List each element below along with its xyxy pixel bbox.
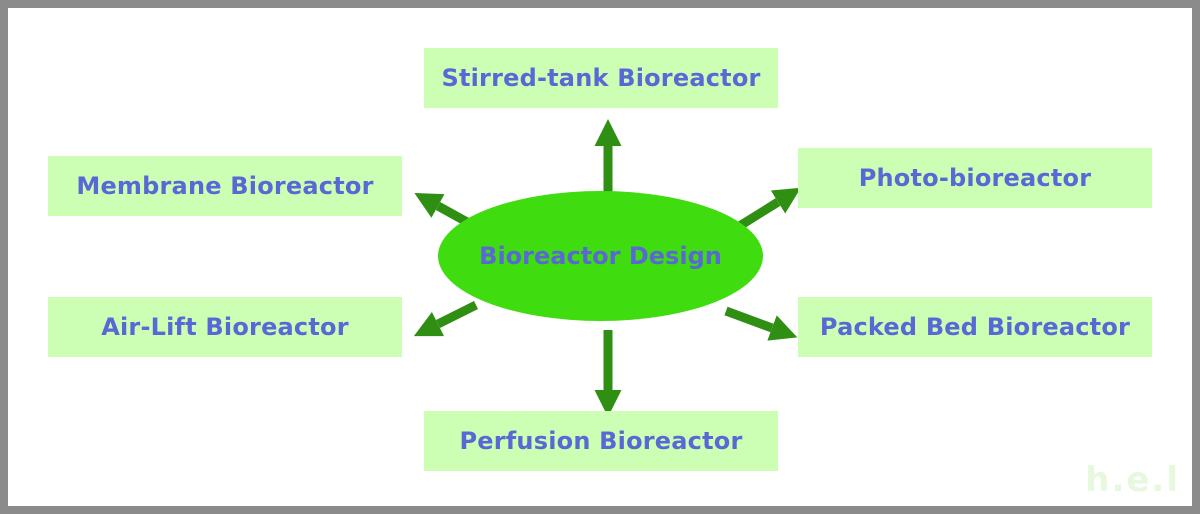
node-stirred-tank-bioreactor: Stirred-tank Bioreactor [424, 48, 778, 108]
arrow-to-photo [735, 187, 801, 231]
node-packed-bed-bioreactor: Packed Bed Bioreactor [798, 297, 1152, 357]
node-label: Perfusion Bioreactor [459, 427, 743, 455]
node-perfusion-bioreactor: Perfusion Bioreactor [424, 411, 778, 471]
node-label: Packed Bed Bioreactor [819, 313, 1131, 341]
node-label: Photo-bioreactor [858, 164, 1092, 192]
arrow-to-air-lift [413, 300, 479, 337]
watermark: h.e.l [1085, 460, 1180, 500]
node-air-lift-bioreactor: Air-Lift Bioreactor [48, 297, 402, 357]
node-membrane-bioreactor: Membrane Bioreactor [48, 156, 402, 216]
arrow-to-packed-bed [724, 306, 798, 341]
center-node-bioreactor-design: Bioreactor Design [438, 191, 763, 321]
node-label: Stirred-tank Bioreactor [441, 64, 761, 92]
node-label: Air-Lift Bioreactor [101, 313, 349, 341]
node-label: Membrane Bioreactor [76, 172, 374, 200]
center-label: Bioreactor Design [479, 242, 722, 270]
node-photo-bioreactor: Photo-bioreactor [798, 148, 1152, 208]
